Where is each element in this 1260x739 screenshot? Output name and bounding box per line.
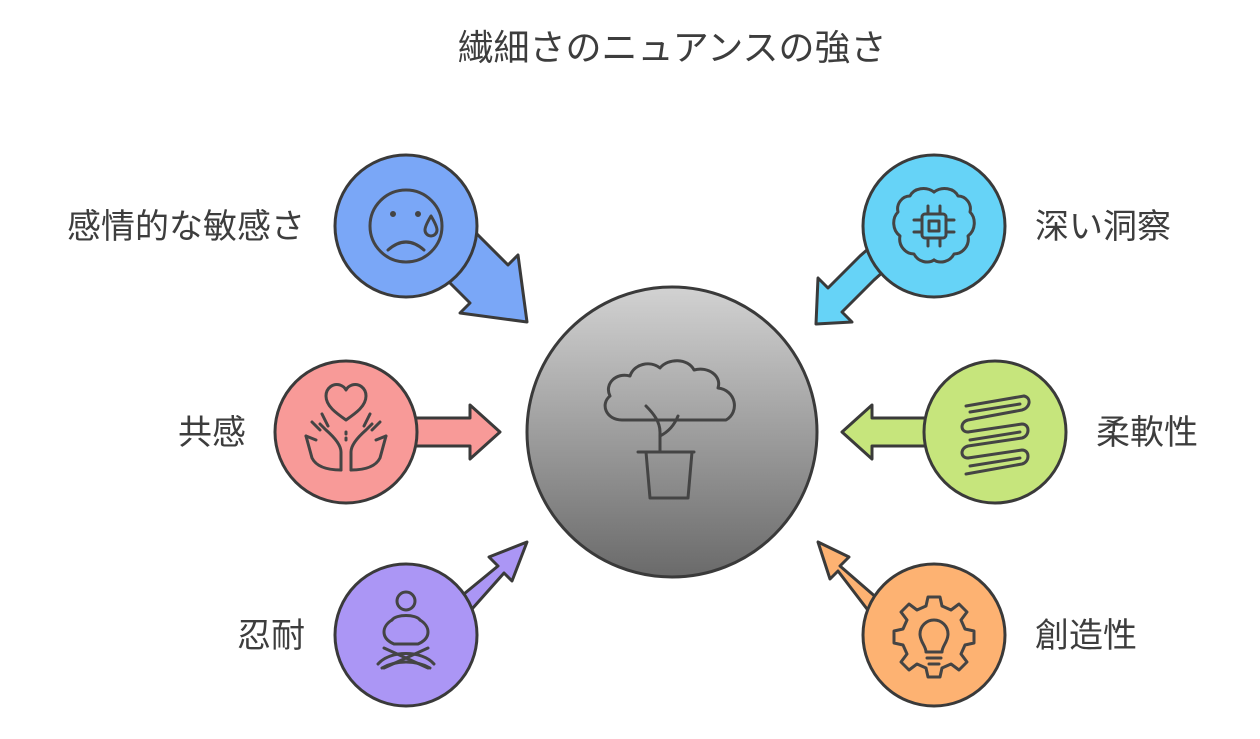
circle-patience <box>333 562 479 708</box>
node-empathy: 共感 <box>178 359 502 505</box>
node-flexibility: 柔軟性 <box>840 359 1198 505</box>
spring-icon <box>960 394 1031 476</box>
circle-flexibility <box>922 359 1068 505</box>
arrow-empathy <box>410 403 502 461</box>
label-deep-insight: 深い洞察 <box>1035 207 1171 247</box>
label-patience: 忍耐 <box>237 616 305 656</box>
label-emotional-sensitivity: 感情的な敏感さ <box>67 207 305 247</box>
heart-hands-icon <box>304 383 388 472</box>
node-creativity: 創造性 <box>816 540 1137 708</box>
node-deep-insight: 深い洞察 <box>814 153 1171 326</box>
circle-creativity <box>861 562 1007 708</box>
potted-tree-icon <box>603 359 736 500</box>
circle-deep-insight <box>861 153 1007 299</box>
label-creativity: 創造性 <box>1035 616 1137 656</box>
circle-emotional-sensitivity <box>333 153 479 299</box>
gear-lightbulb-icon <box>892 595 976 679</box>
brain-chip-icon <box>892 187 976 264</box>
meditation-icon <box>376 590 436 670</box>
center-circle <box>525 285 819 579</box>
label-flexibility: 柔軟性 <box>1096 413 1198 453</box>
diagram-title: 繊細さのニュアンスの強さ <box>457 28 886 69</box>
arrow-flexibility <box>840 403 932 461</box>
node-emotional-sensitivity: 感情的な敏感さ <box>67 153 529 324</box>
sad-tear-face-icon <box>368 188 444 264</box>
center-node <box>525 285 819 579</box>
node-patience: 忍耐 <box>237 540 529 708</box>
label-empathy: 共感 <box>178 413 246 453</box>
